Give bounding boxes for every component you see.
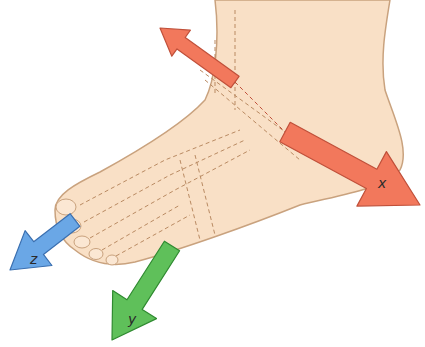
green-axis-arrow (112, 241, 180, 340)
axis-dashed-line (235, 82, 285, 132)
red-axis-arrow (280, 122, 420, 206)
foot-outline (55, 0, 403, 264)
blue-axis-arrow (10, 214, 80, 270)
x-axis-label: x (378, 176, 386, 190)
z-axis-label: z (30, 252, 37, 266)
red-axis-arrow (160, 28, 239, 88)
y-axis-label: y (128, 312, 136, 326)
bone-lines (80, 10, 310, 256)
